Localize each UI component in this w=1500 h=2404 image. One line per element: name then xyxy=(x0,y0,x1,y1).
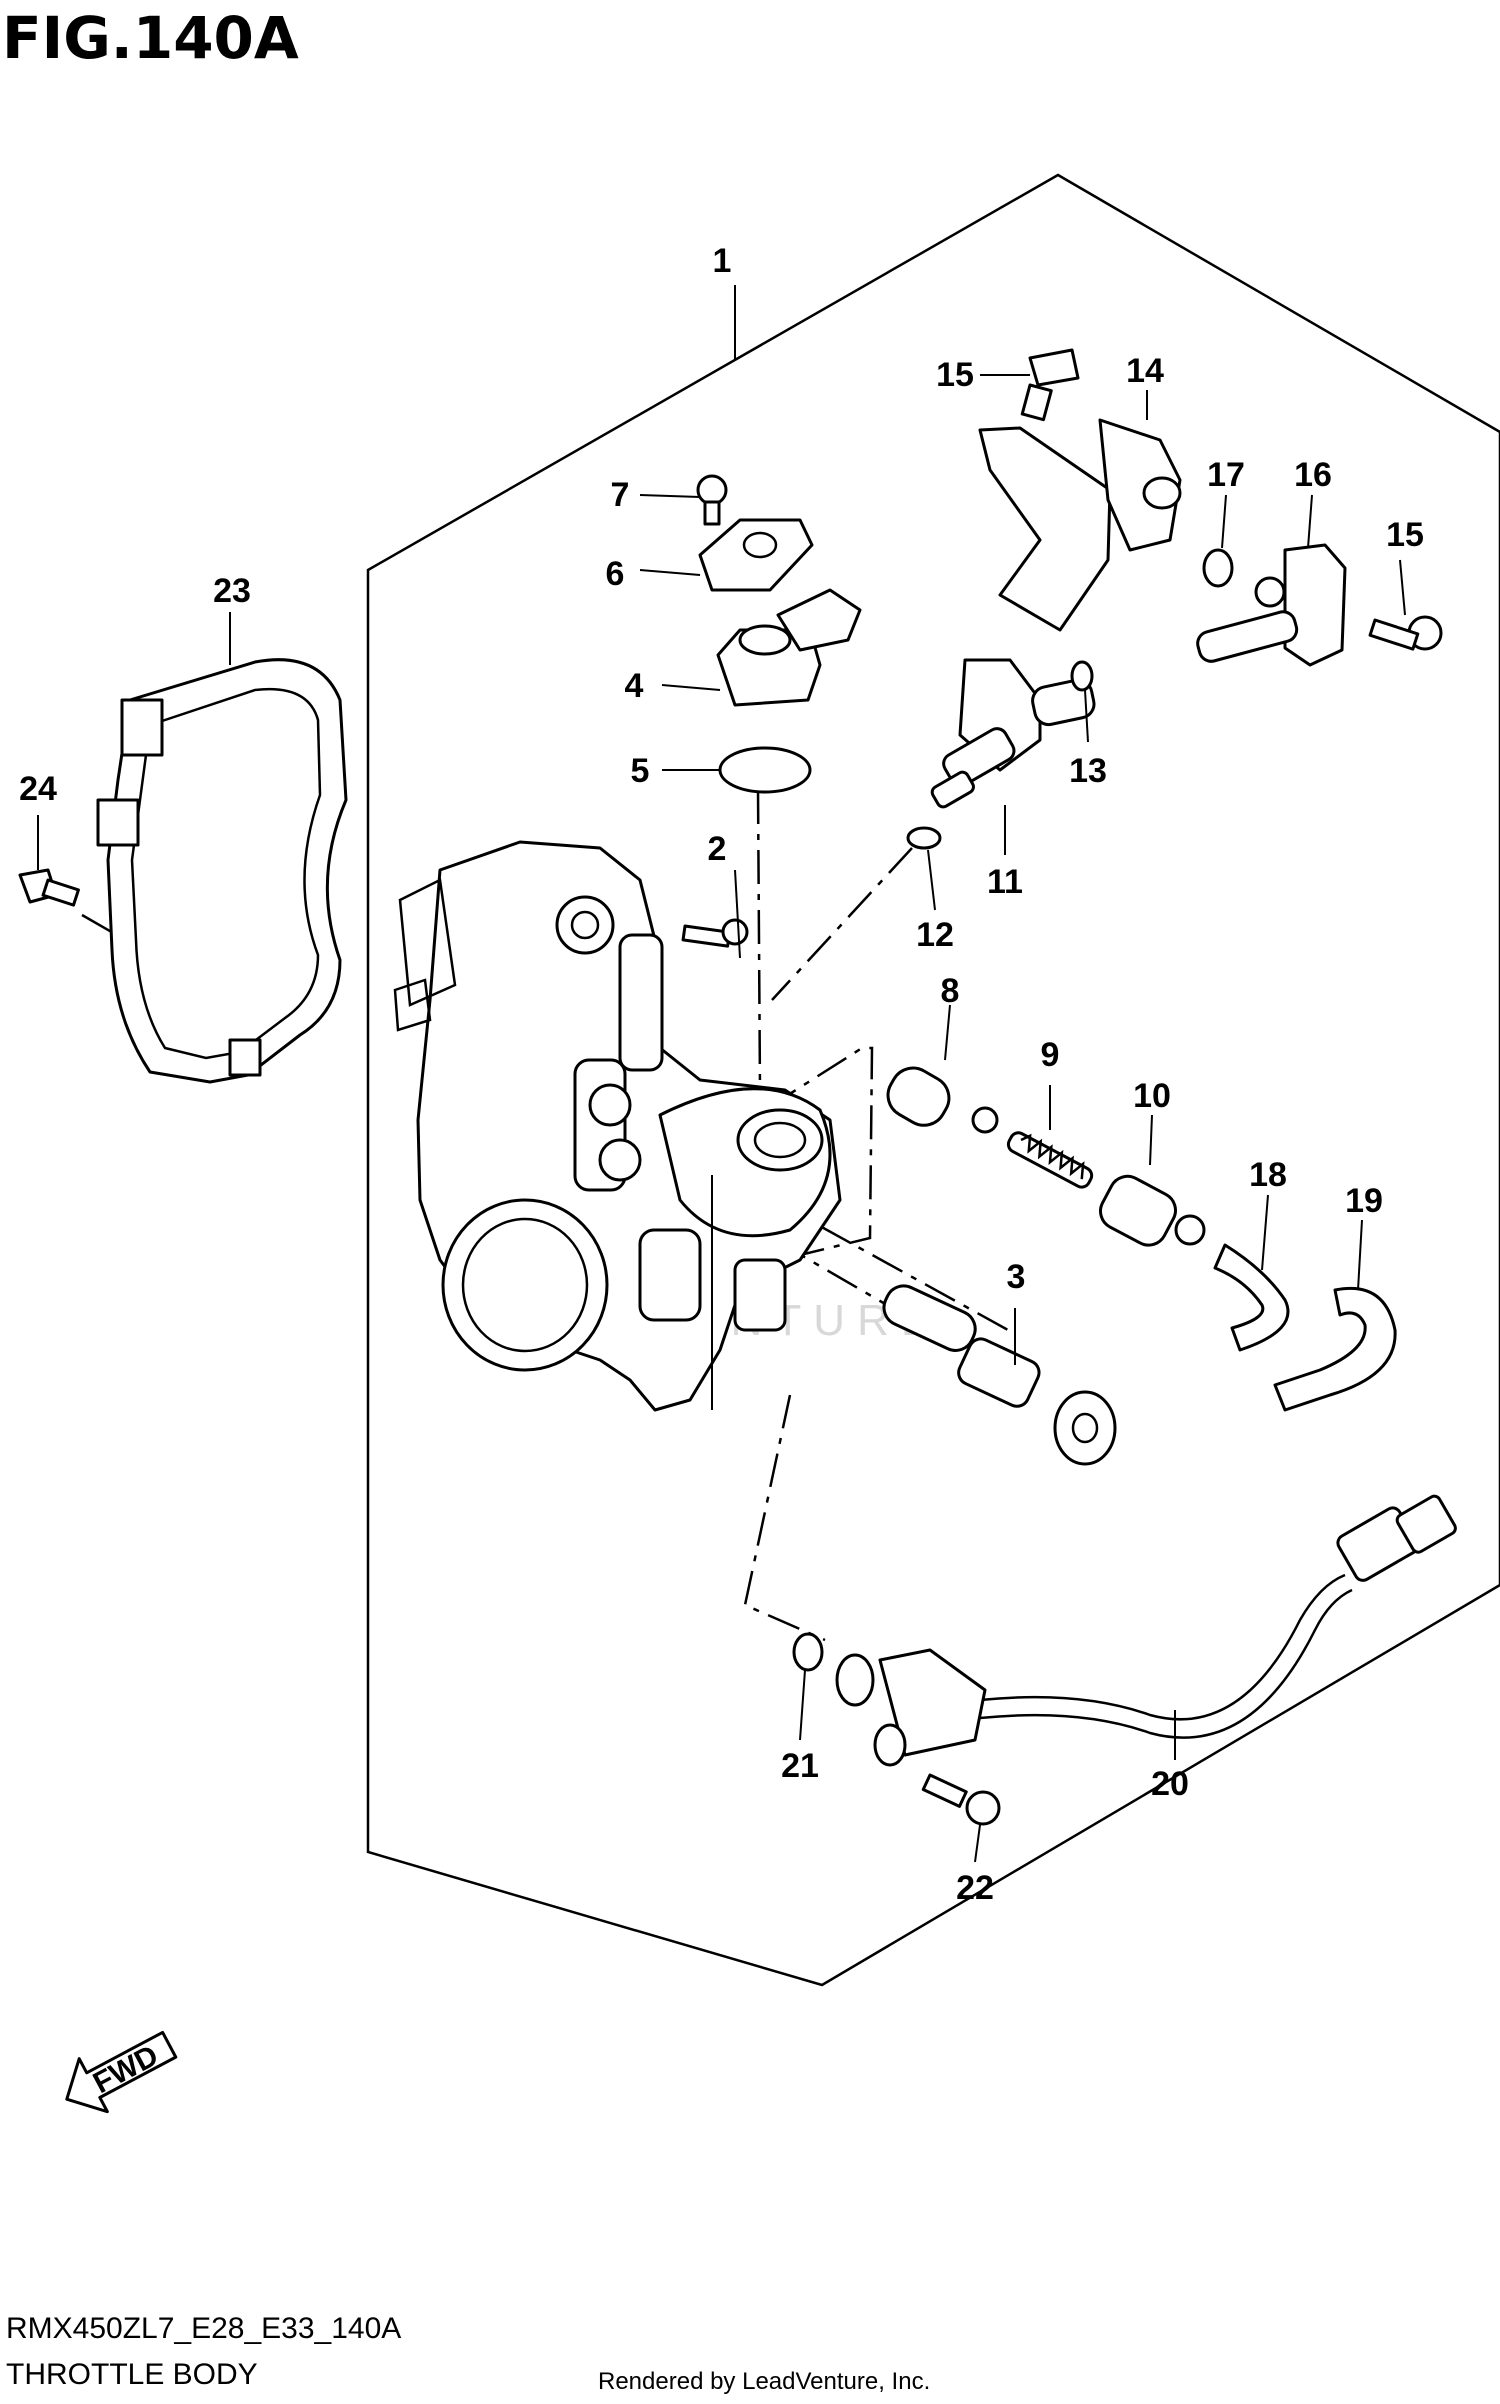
callout-24: 24 xyxy=(19,770,57,808)
part-17-o-ring xyxy=(1202,548,1234,588)
part-19-hose xyxy=(1273,1286,1397,1412)
part-13-o-ring xyxy=(1070,660,1094,692)
callout-10: 10 xyxy=(1133,1077,1171,1115)
callout-16: 16 xyxy=(1294,456,1332,494)
part-18-hose xyxy=(1213,1243,1290,1352)
part-20-harness xyxy=(835,1494,1457,1767)
assembly-outline xyxy=(366,173,1500,1987)
part-24-bolt xyxy=(18,868,80,907)
callout-5: 5 xyxy=(631,752,650,790)
callout-4: 4 xyxy=(625,667,644,705)
part-22-bolt xyxy=(921,1773,1001,1826)
callout-6: 6 xyxy=(606,555,625,593)
part-8-plunger xyxy=(886,1066,999,1134)
callout-1: 1 xyxy=(713,242,732,280)
part-23-cover xyxy=(96,658,348,1084)
callout-13: 13 xyxy=(1069,752,1107,790)
callout-11: 11 xyxy=(987,863,1023,901)
callout-15-top: 15 xyxy=(936,356,974,394)
callout-22: 22 xyxy=(956,1869,994,1907)
callout-15-right: 15 xyxy=(1386,516,1424,554)
part-9-spring xyxy=(1006,1131,1094,1189)
part-6-bracket xyxy=(698,518,814,592)
callout-14: 14 xyxy=(1126,352,1164,390)
leader-lines xyxy=(37,285,1406,1863)
callout-18: 18 xyxy=(1249,1156,1287,1194)
callout-labels: 1 2 3 4 5 6 7 8 9 10 11 12 13 14 15 15 1… xyxy=(19,242,1424,1907)
callout-19: 19 xyxy=(1345,1182,1383,1220)
part-2-screw xyxy=(681,918,749,948)
part-16-connector xyxy=(1196,543,1347,667)
callout-17: 17 xyxy=(1207,456,1245,494)
assembly-name: THROTTLE BODY xyxy=(6,2358,258,2391)
callout-20: 20 xyxy=(1151,1765,1189,1803)
part-12-o-ring xyxy=(906,826,942,850)
render-credit: Rendered by LeadVenture, Inc. xyxy=(598,2368,930,2395)
throttle-body xyxy=(393,840,842,1412)
callout-7: 7 xyxy=(611,476,630,514)
callout-2: 2 xyxy=(708,830,727,868)
callout-23: 23 xyxy=(213,572,251,610)
callout-12: 12 xyxy=(916,916,954,954)
callout-3: 3 xyxy=(1007,1258,1026,1296)
part-15-bolt-top xyxy=(1020,348,1080,422)
part-11-injector xyxy=(930,658,1096,809)
model-code: RMX450ZL7_E28_E33_140A xyxy=(6,2312,401,2345)
part-21-o-ring xyxy=(792,1632,824,1672)
callout-21: 21 xyxy=(781,1747,819,1785)
part-15-bolt-right xyxy=(1368,615,1443,651)
part-4-sensor xyxy=(716,588,862,707)
part-7-screw xyxy=(696,474,728,526)
callout-9: 9 xyxy=(1041,1036,1060,1074)
part-3-starter-plunger xyxy=(882,1284,1117,1466)
fwd-arrow-icon: FWD xyxy=(65,2030,178,2114)
part-5-o-ring xyxy=(718,746,812,794)
part-10-nut xyxy=(1099,1174,1206,1247)
part-14-bracket xyxy=(978,418,1182,632)
figure-title: FIG.140A xyxy=(2,4,299,72)
callout-8: 8 xyxy=(941,972,960,1010)
fwd-label: FWD xyxy=(88,2039,164,2100)
